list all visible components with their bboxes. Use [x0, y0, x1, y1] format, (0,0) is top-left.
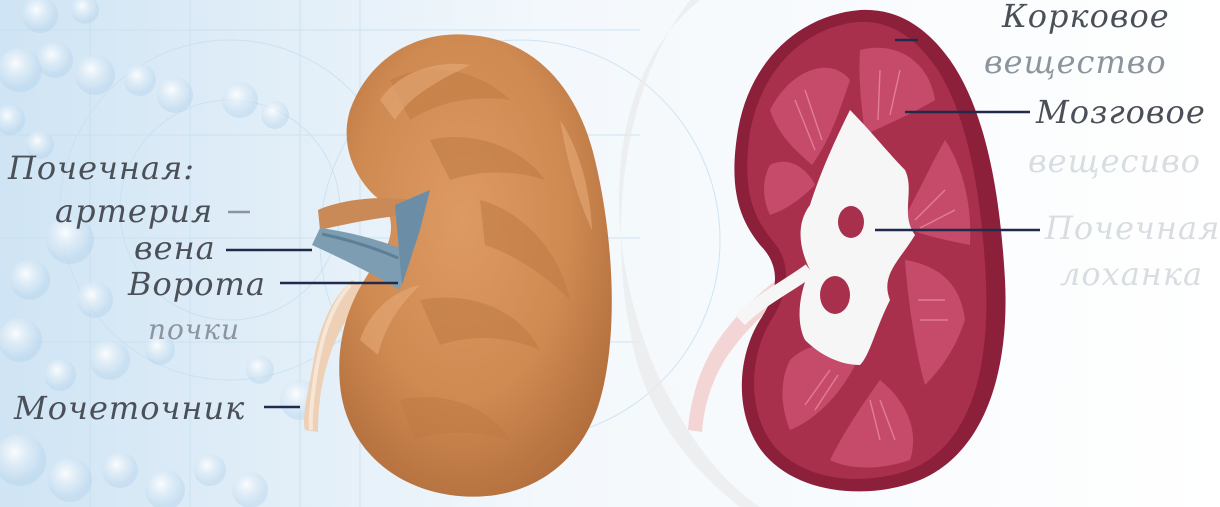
label-hilum-sub: почки — [148, 316, 240, 344]
label-pelvis-2: лоханка — [1060, 258, 1203, 290]
label-cortex-1: Корковое — [1002, 0, 1170, 32]
label-pelvis-1: Почечная — [1045, 212, 1220, 244]
label-medulla-2: вещесиво — [1028, 145, 1201, 177]
label-medulla-1: Мозговое — [1036, 96, 1206, 128]
label-artery: артерия — [55, 195, 213, 227]
label-ureter: Мочеточник — [14, 392, 245, 424]
label-renal: Почечная: — [8, 152, 195, 184]
label-vein: вена — [134, 232, 216, 264]
label-cortex-2: вещество — [984, 46, 1167, 78]
label-hilum: Ворота — [128, 268, 266, 300]
